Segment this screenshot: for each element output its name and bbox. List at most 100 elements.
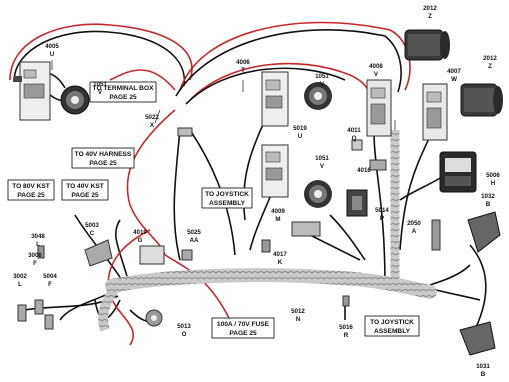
svg-text:H: H [491, 180, 496, 187]
svg-text:1051: 1051 [93, 81, 107, 88]
terminal-5022 [177, 127, 193, 137]
svg-text:V: V [320, 163, 325, 170]
horn-5013 [145, 309, 163, 327]
callout-40v-harness: TO 40V HARNESS PAGE 25 [71, 147, 135, 169]
svg-text:5013: 5013 [177, 323, 191, 330]
svg-text:AA: AA [190, 237, 199, 244]
controller-4007 [422, 83, 448, 141]
svg-text:1051: 1051 [315, 155, 329, 162]
svg-text:4017: 4017 [273, 251, 287, 258]
svg-text:V: V [320, 81, 325, 88]
svg-text:4007: 4007 [447, 68, 461, 75]
svg-text:4006: 4006 [236, 59, 250, 66]
fuse-5025 [181, 249, 193, 261]
callout-fuse-line2: PAGE 25 [229, 330, 257, 337]
svg-text:A: A [412, 228, 417, 235]
svg-text:W: W [451, 76, 457, 83]
callout-80v-kst: TO 80V KST PAGE 25 [7, 179, 55, 201]
svg-text:T: T [241, 67, 245, 74]
controller-4005 [14, 61, 51, 121]
callout-joystick-bottom-line2: ASSEMBLY [374, 328, 411, 335]
module-5003 [84, 239, 113, 267]
svg-text:4008: 4008 [369, 63, 383, 70]
callout-40v-harness-line2: PAGE 25 [89, 160, 117, 167]
connector-4009 [291, 221, 321, 237]
callout-terminal-box-line1: TO TERMINAL BOX [93, 85, 155, 92]
bracket-1031 [459, 321, 496, 356]
svg-text:V: V [98, 89, 103, 96]
switch-5004 [44, 314, 54, 330]
svg-text:G: G [138, 237, 143, 244]
callout-joystick-top-line1: TO JOYSTICK [205, 191, 249, 198]
svg-text:5006: 5006 [486, 172, 500, 179]
svg-text:U: U [50, 51, 55, 58]
svg-text:5019: 5019 [293, 125, 307, 132]
motor-2012-top [404, 29, 450, 61]
svg-text:4011: 4011 [347, 127, 361, 134]
relay-4019 [139, 245, 165, 265]
svg-text:4009: 4009 [271, 208, 285, 215]
svg-text:B: B [486, 201, 491, 208]
svg-text:3002: 3002 [13, 273, 27, 280]
svg-text:C: C [90, 230, 95, 237]
sensor-2050 [431, 219, 441, 251]
svg-text:5014: 5014 [375, 207, 389, 214]
display-5006 [439, 151, 477, 193]
switch-3006 [34, 299, 44, 315]
motor-2012-right [460, 83, 503, 117]
controller-4006 [261, 71, 289, 127]
svg-text:V: V [374, 71, 379, 78]
svg-text:4016: 4016 [357, 167, 371, 174]
svg-text:R: R [344, 332, 349, 339]
joystick-5014 [346, 189, 368, 217]
svg-text:2012: 2012 [423, 5, 437, 12]
svg-text:5025: 5025 [187, 229, 201, 236]
callout-80v-kst-line2: PAGE 25 [17, 192, 45, 199]
svg-text:N: N [296, 316, 301, 323]
callout-fuse: 100A / 70V FUSE PAGE 25 [211, 317, 275, 339]
callout-40v-kst-line1: TO 40V KST [66, 183, 104, 190]
part-4016 [369, 159, 387, 171]
svg-text:U: U [298, 133, 303, 140]
callout-40v-kst: TO 40V KST PAGE 25 [61, 179, 109, 201]
callout-terminal-box: TO TERMINAL BOX PAGE 25 [89, 81, 157, 103]
callout-80v-kst-line1: TO 80V KST [12, 183, 50, 190]
svg-text:M: M [275, 216, 280, 223]
svg-text:4005: 4005 [45, 43, 59, 50]
svg-text:5016: 5016 [339, 324, 353, 331]
part-4011 [351, 139, 363, 151]
coil-1051-left [60, 85, 90, 115]
callout-joystick-bottom: TO JOYSTICK ASSEMBLY [364, 315, 420, 337]
svg-text:Z: Z [428, 13, 432, 20]
svg-text:2012: 2012 [483, 55, 497, 62]
main-harness-loom [105, 268, 437, 299]
svg-text:3048: 3048 [31, 233, 45, 240]
controller-5019 [261, 144, 289, 198]
connector-4017 [261, 239, 271, 253]
callout-joystick-top-line2: ASSEMBLY [209, 200, 246, 207]
callout-40v-kst-line2: PAGE 25 [71, 192, 99, 199]
svg-text:L: L [18, 281, 22, 288]
callout-joystick-bottom-line1: TO JOYSTICK [370, 319, 414, 326]
